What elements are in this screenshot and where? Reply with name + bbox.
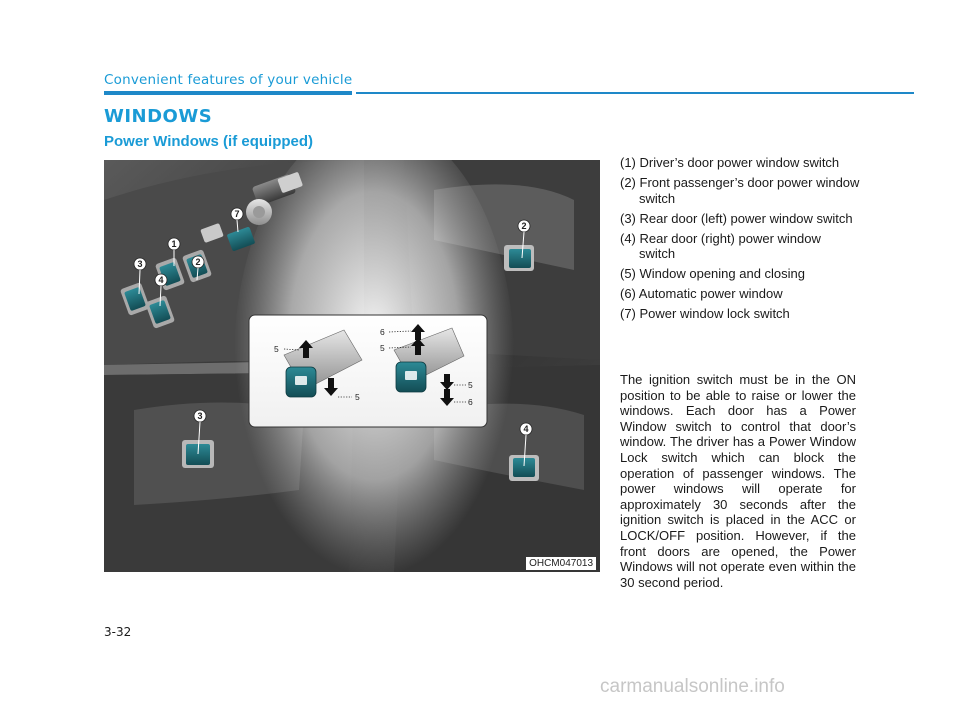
subsection-title: Power Windows (if equipped) [104, 133, 314, 150]
inset-label-right-up: 5 [380, 343, 385, 353]
figure-code: OHCM047013 [526, 557, 596, 570]
power-window-figure: 7 1 2 3 4 [104, 160, 600, 572]
watermark: carmanualsonline.info [600, 676, 785, 697]
header-rule-thick [104, 91, 352, 95]
legend-item: (1) Driver’s door power window switch [620, 155, 860, 171]
switch-detail-inset: 5 5 6 5 5 6 [248, 314, 488, 428]
legend-num: (1) [620, 155, 636, 170]
legend-item: (6) Automatic power window [620, 286, 860, 302]
legend-text: Rear door (left) power window switch [639, 210, 853, 226]
callout-7-label: 7 [234, 209, 239, 219]
callout-7: 7 [230, 207, 244, 233]
callout-2-driver: 2 [191, 255, 205, 281]
callout-1-label: 1 [171, 239, 176, 249]
callout-3-driver: 3 [133, 257, 147, 295]
legend-item: (4) Rear door (right) power window switc… [620, 231, 860, 262]
inset-label-left-up: 5 [274, 344, 279, 354]
legend-num: (2) [620, 175, 636, 190]
callout-door-rear-left-label: 3 [197, 411, 202, 421]
legend-text: Front passenger’s door power window swit… [639, 175, 860, 206]
callout-4-driver: 4 [154, 273, 168, 307]
callout-door-rear-right: 4 [519, 422, 533, 467]
switch-legend-list: (1) Driver’s door power window switch (2… [620, 155, 860, 326]
callout-door-rear-left: 3 [193, 409, 207, 455]
legend-text: Power window lock switch [639, 306, 790, 321]
inset-label-right-auto-down: 6 [468, 397, 473, 407]
inset-label-right-auto-up: 6 [380, 327, 385, 337]
header-rule-thin [356, 92, 914, 94]
legend-item: (7) Power window lock switch [620, 306, 860, 322]
section-title: WINDOWS [104, 106, 213, 127]
door-switch-illustration: 7 1 2 3 4 [104, 160, 600, 572]
legend-text: Driver’s door power window switch [639, 155, 840, 170]
legend-num: (6) [620, 286, 636, 301]
legend-item: (2) Front passenger’s door power window … [620, 175, 860, 206]
callout-door-front: 2 [517, 219, 531, 259]
page-number: 3-32 [104, 625, 132, 639]
legend-text: Window opening and closing [639, 266, 806, 281]
legend-text: Automatic power window [638, 286, 783, 301]
legend-num: (4) [620, 230, 636, 246]
driver-console [120, 172, 303, 329]
callout-door-rear-right-label: 4 [523, 424, 528, 434]
callout-door-front-label: 2 [521, 221, 526, 231]
legend-num: (7) [620, 306, 636, 321]
callout-2-label: 2 [195, 257, 200, 267]
legend-item: (3) Rear door (left) power window switch [620, 211, 860, 227]
legend-item: (5) Window opening and closing [620, 266, 860, 282]
header-title: Convenient features of your vehicle [104, 72, 353, 88]
legend-num: (3) [620, 210, 636, 226]
callout-1: 1 [167, 237, 181, 266]
inset-label-left-down: 5 [355, 392, 360, 402]
legend-text: Rear door (right) power window switch [639, 230, 821, 262]
inset-label-right-down: 5 [468, 380, 473, 390]
callout-4-label: 4 [158, 275, 163, 285]
legend-num: (5) [620, 266, 636, 281]
body-paragraph: The ignition switch must be in the ON po… [620, 372, 856, 590]
callout-3-label: 3 [137, 259, 142, 269]
